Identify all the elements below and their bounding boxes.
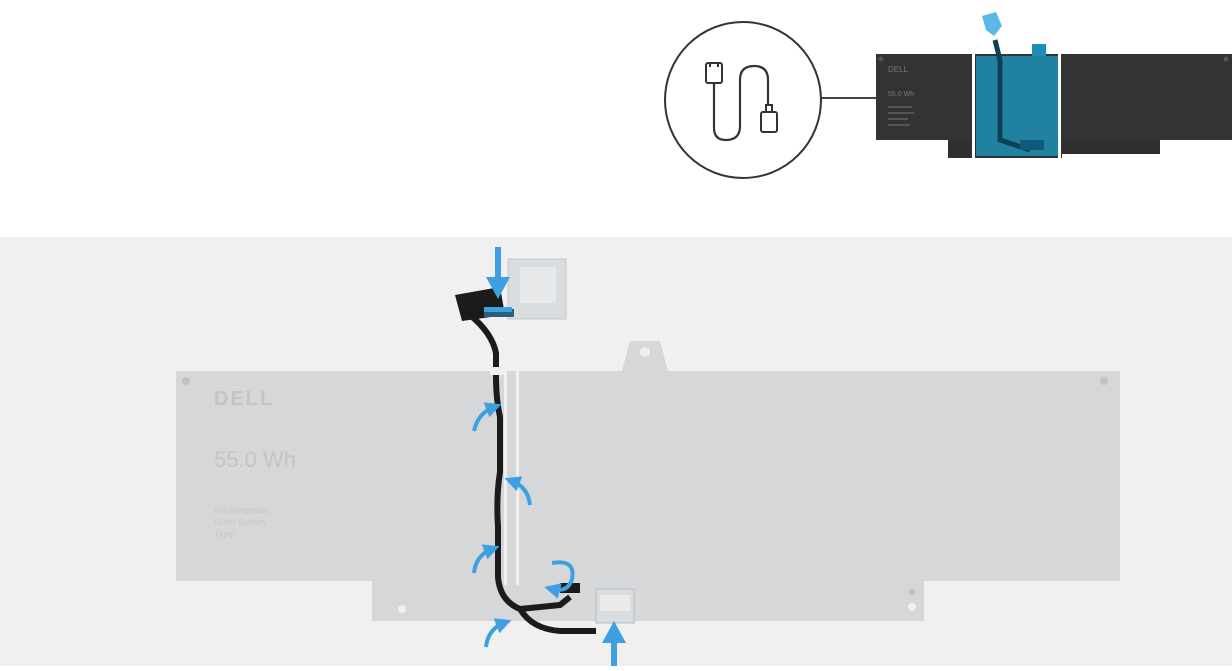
battery-overview: DELL 55.0 Wh — [876, 12, 1232, 158]
overview-brand: DELL — [888, 65, 909, 74]
cable-routing-icon — [665, 22, 821, 178]
overview-panel: DELL 55.0 Wh — [0, 0, 1232, 237]
battery-brand-label: DELL — [214, 388, 274, 410]
overview-svg: DELL 55.0 Wh — [0, 0, 1232, 237]
battery-capacity-label: 55.0 Wh — [214, 447, 296, 472]
battery-ghost: DELL 55.0 Wh Rechargeable Li-ion Battery… — [176, 341, 1120, 621]
overview-capacity: 55.0 Wh — [888, 91, 914, 98]
battery-fine-print-1: Rechargeable — [214, 505, 270, 515]
battery-fine-print-2: Li-ion Battery — [214, 517, 268, 527]
routing-arrow-5 — [486, 623, 504, 647]
detail-svg: DELL 55.0 Wh Rechargeable Li-ion Battery… — [0, 237, 1232, 666]
battery-fine-print-3: Type: ... — [214, 529, 246, 539]
detail-panel: DELL 55.0 Wh Rechargeable Li-ion Battery… — [0, 237, 1232, 666]
cable-clip — [490, 367, 504, 375]
press-up-arrow — [602, 621, 626, 666]
battery-fine-print-4: ... — [214, 541, 222, 551]
